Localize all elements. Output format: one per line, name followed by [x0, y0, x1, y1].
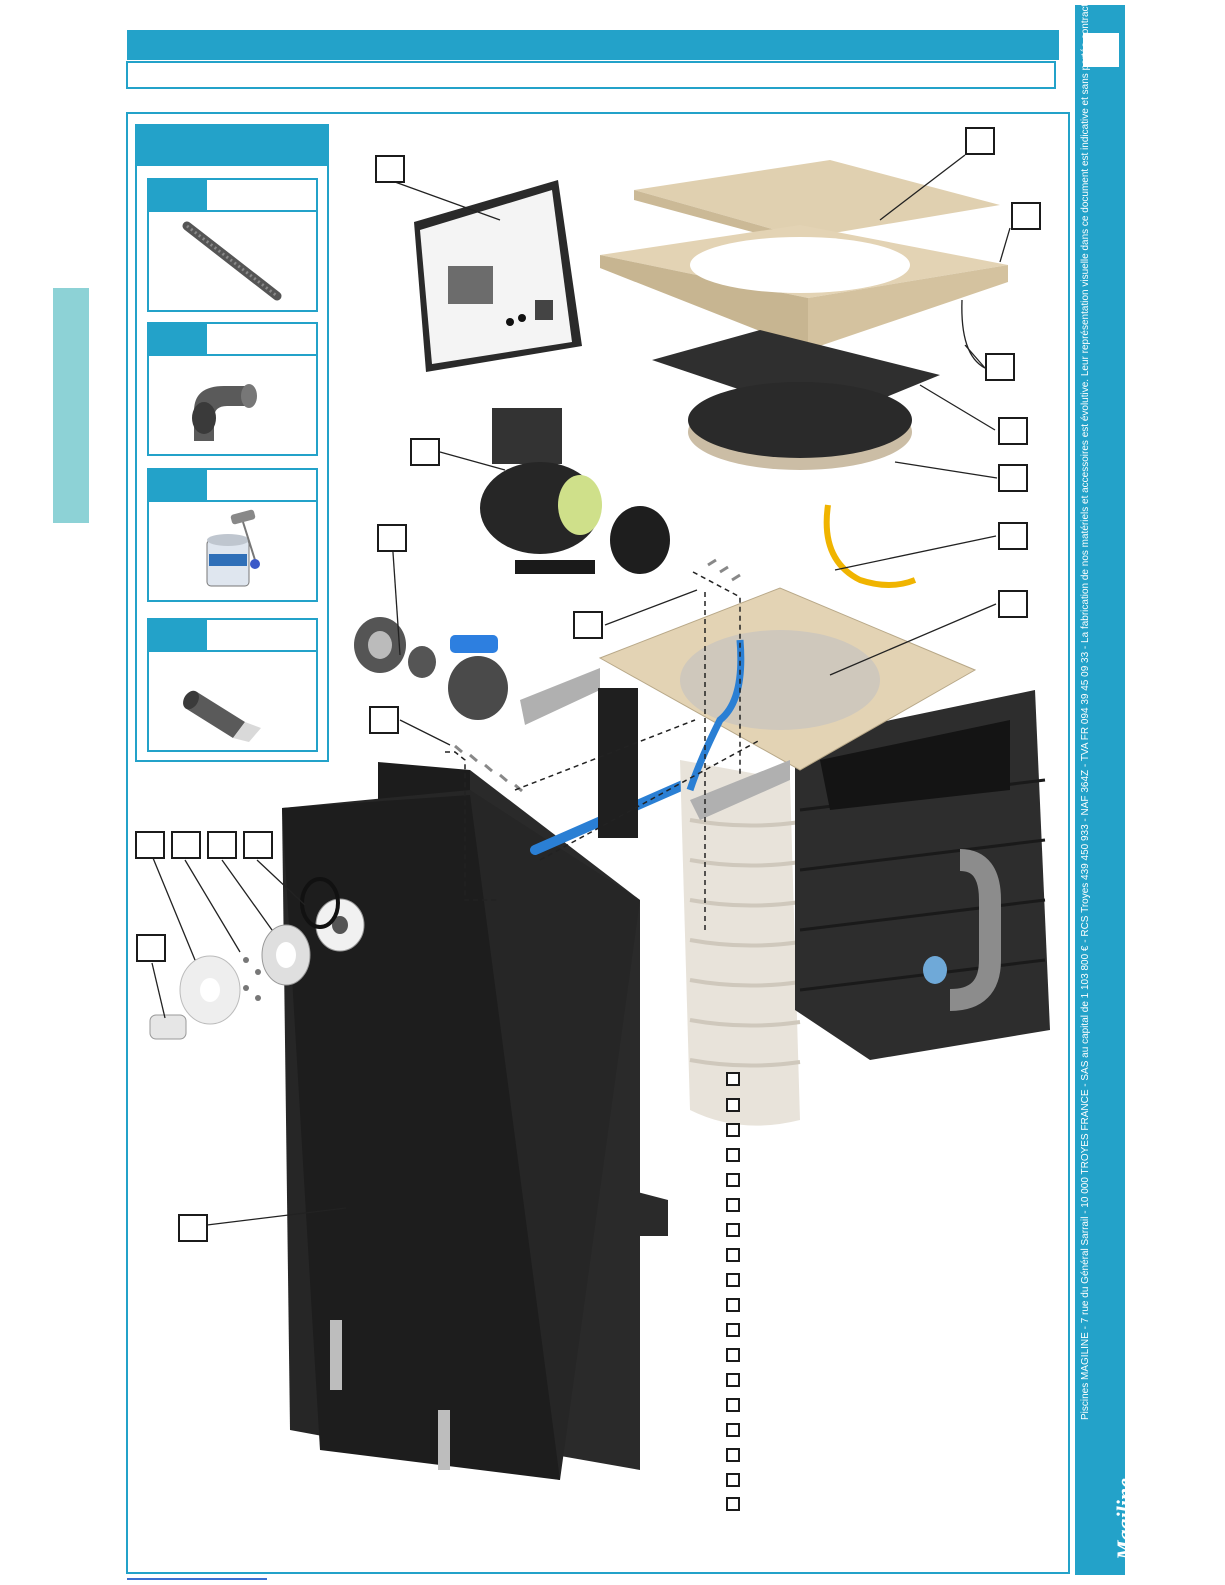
callout-control-box [375, 155, 405, 183]
legend-box [726, 1298, 740, 1312]
accessory-tag [149, 180, 207, 210]
chapter-tab [53, 288, 89, 523]
callout-lid [965, 127, 995, 155]
callout-skimmer-frame [998, 590, 1028, 618]
wall-panel-block [282, 762, 668, 1480]
accessory-tag [149, 324, 207, 354]
legend-box [726, 1323, 740, 1337]
callout-seal [985, 353, 1015, 381]
legend-box [726, 1173, 740, 1187]
page-number-box [1083, 33, 1119, 67]
legend-box [726, 1273, 740, 1287]
callout-wall-panel [178, 1214, 208, 1242]
legend-box [726, 1098, 740, 1112]
subtitle-box [126, 61, 1056, 89]
ball-valve [354, 617, 508, 720]
callout-screws-side [369, 706, 399, 734]
legend-box [726, 1497, 740, 1511]
accessories-header [137, 126, 327, 166]
legend-box [726, 1373, 740, 1387]
callout-flange [135, 831, 165, 859]
legend-box [726, 1198, 740, 1212]
callout-seal-ring [243, 831, 273, 859]
callout-support-plate [998, 417, 1028, 445]
diagram-frame [126, 112, 1070, 1574]
side-bar [1075, 5, 1125, 1575]
legend-box [726, 1072, 740, 1086]
elbow-fitting-icon [192, 384, 257, 441]
callout-nozzle [136, 934, 166, 962]
accessory-card-glue [147, 468, 318, 602]
leader-lines [151, 154, 1011, 1226]
accessories-panel [135, 124, 329, 762]
legend-box [726, 1148, 740, 1162]
legend-box [726, 1348, 740, 1362]
pvc-sleeve-icon [183, 690, 261, 742]
callout-valve [377, 524, 407, 552]
glue-pot-icon [206, 509, 260, 587]
legend-box [726, 1423, 740, 1437]
accessory-card-sleeve [147, 618, 318, 752]
callout-gasket [207, 831, 237, 859]
pump [480, 408, 670, 574]
title-bar [127, 30, 1059, 60]
bottom-link-underline [127, 1578, 267, 1580]
legend-box [726, 1448, 740, 1462]
legend-box [726, 1473, 740, 1487]
callout-frame [1011, 202, 1041, 230]
control-box [414, 180, 582, 372]
accessory-tag [149, 620, 207, 650]
accessory-tag [149, 470, 207, 500]
threaded-rod-icon [182, 221, 282, 301]
legend-box [726, 1223, 740, 1237]
accessory-card-elbow [147, 322, 318, 456]
callout-hose [998, 522, 1028, 550]
callout-screws-top [573, 611, 603, 639]
legend-box [726, 1123, 740, 1137]
legend-box [726, 1398, 740, 1412]
lid-and-frame [600, 160, 1008, 588]
callout-filter [998, 464, 1028, 492]
dashed-guides [445, 571, 761, 930]
legend-box [726, 1248, 740, 1262]
accessory-card-rod [147, 178, 318, 312]
callout-pump [410, 438, 440, 466]
callout-screws-flange [171, 831, 201, 859]
